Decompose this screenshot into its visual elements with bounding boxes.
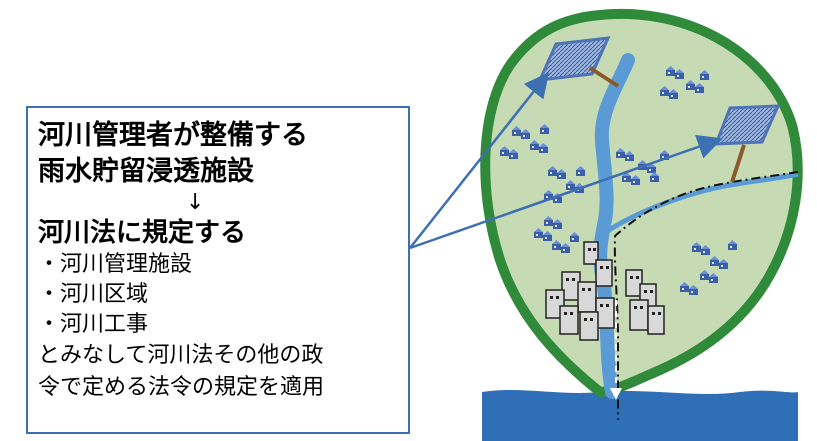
list-item-river-facility: ・河川管理施設	[38, 252, 193, 277]
pointer-arrow-top	[409, 72, 550, 249]
storage-facility-right	[713, 104, 781, 146]
building-cluster	[545, 241, 665, 341]
list-item-river-area: ・河川区域	[38, 282, 149, 307]
subtitle: 河川法に規定する	[38, 218, 247, 248]
watershed-land	[480, 9, 803, 398]
title-line-2: 雨水貯留浸透施設	[38, 156, 254, 187]
body-line-2: 令で定める法令の規定を適用	[38, 375, 325, 400]
title-line-1: 河川管理者が整備する	[38, 120, 308, 151]
connector-top	[588, 66, 620, 88]
sea	[482, 390, 798, 441]
building-windows	[550, 248, 661, 321]
flow-arrowhead	[610, 388, 622, 400]
connector-right	[730, 144, 746, 183]
boundary-line	[613, 171, 799, 420]
down-arrow-icon: ↓	[186, 190, 205, 215]
body-line-1: とみなして河川法その他の政	[38, 343, 324, 368]
pointer-arrow-right	[409, 134, 723, 250]
list-item-river-works: ・河川工事	[38, 312, 149, 337]
explanation-box: 河川管理者が整備する 雨水貯留浸透施設 ↓ 河川法に規定する ・河川管理施設 ・…	[26, 106, 410, 434]
river-tributary	[604, 171, 799, 235]
